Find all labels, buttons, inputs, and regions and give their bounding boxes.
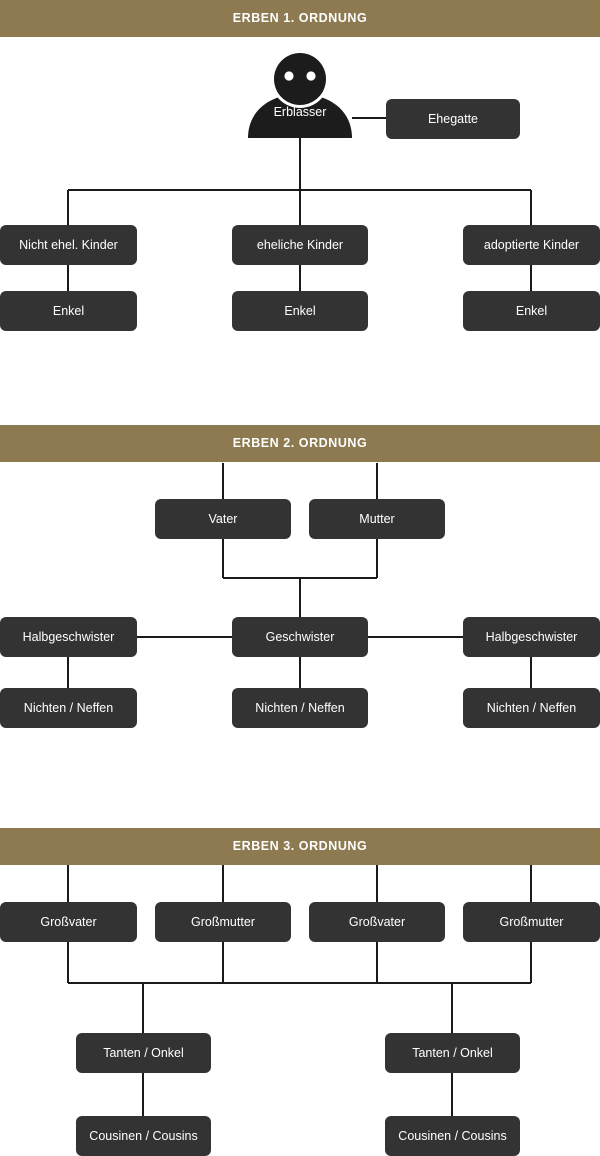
section-header-ordnung-1: ERBEN 1. ORDNUNG [0,0,600,37]
node-tanten-onkel-rechts[interactable]: Tanten / Onkel [385,1033,520,1073]
node-geschwister[interactable]: Geschwister [232,617,368,657]
node-halbgeschwister-links[interactable]: Halbgeschwister [0,617,137,657]
node-adoptierte-kinder[interactable]: adoptierte Kinder [463,225,600,265]
node-enkel-mitte[interactable]: Enkel [232,291,368,331]
node-grossmutter-1[interactable]: Großmutter [155,902,291,942]
node-nichten-neffen-mitte[interactable]: Nichten / Neffen [232,688,368,728]
erblasser-avatar[interactable]: Erblasser [244,50,356,138]
node-vater[interactable]: Vater [155,499,291,539]
node-grossvater-1[interactable]: Großvater [0,902,137,942]
node-cousinen-cousins-rechts[interactable]: Cousinen / Cousins [385,1116,520,1156]
node-halbgeschwister-rechts[interactable]: Halbgeschwister [463,617,600,657]
person-avatar-icon [248,50,352,138]
node-nicht-eheliche-kinder[interactable]: Nicht ehel. Kinder [0,225,137,265]
section-header-ordnung-3: ERBEN 3. ORDNUNG [0,828,600,865]
node-nichten-neffen-links[interactable]: Nichten / Neffen [0,688,137,728]
node-enkel-rechts[interactable]: Enkel [463,291,600,331]
node-mutter[interactable]: Mutter [309,499,445,539]
node-grossmutter-2[interactable]: Großmutter [463,902,600,942]
node-tanten-onkel-links[interactable]: Tanten / Onkel [76,1033,211,1073]
section-title: ERBEN 1. ORDNUNG [232,11,368,26]
section-header-ordnung-2: ERBEN 2. ORDNUNG [0,425,600,462]
section-title: ERBEN 2. ORDNUNG [232,436,368,451]
node-nichten-neffen-rechts[interactable]: Nichten / Neffen [463,688,600,728]
node-eheliche-kinder[interactable]: eheliche Kinder [232,225,368,265]
node-ehegatte[interactable]: Ehegatte [386,99,520,139]
section-title: ERBEN 3. ORDNUNG [232,839,368,854]
node-grossvater-2[interactable]: Großvater [309,902,445,942]
node-cousinen-cousins-links[interactable]: Cousinen / Cousins [76,1116,211,1156]
node-enkel-links[interactable]: Enkel [0,291,137,331]
